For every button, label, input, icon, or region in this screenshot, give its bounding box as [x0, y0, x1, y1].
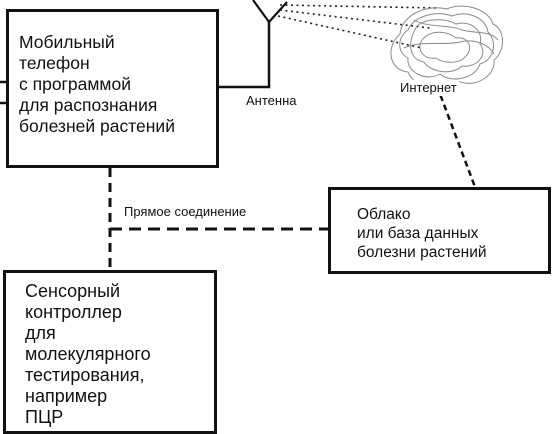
direct-connection-label: Прямое соединение: [124, 204, 247, 220]
sensor-controller-node: Сенсорный контроллер для молекулярного т…: [3, 270, 217, 434]
sensor-controller-label: Сенсорный контроллер для молекулярного т…: [25, 281, 151, 427]
antenna-label: Антенна: [246, 93, 297, 108]
cloud-database-node: Облако или база данных болезни растений: [328, 187, 551, 274]
mobile-phone-label: Мобильный телефон с программой для распо…: [19, 32, 175, 136]
wireless-signal-rays: [277, 4, 439, 49]
internet-cloud-icon: [390, 5, 503, 88]
mobile-phone-node: Мобильный телефон с программой для распо…: [6, 9, 219, 168]
internet-label: Интернет: [398, 80, 459, 96]
cloud-database-label: Облако или база данных болезни растений: [357, 206, 487, 261]
phone-antenna-link: [219, 22, 271, 89]
internet-cloud-link: [435, 85, 477, 188]
antenna-icon: [252, 0, 288, 23]
